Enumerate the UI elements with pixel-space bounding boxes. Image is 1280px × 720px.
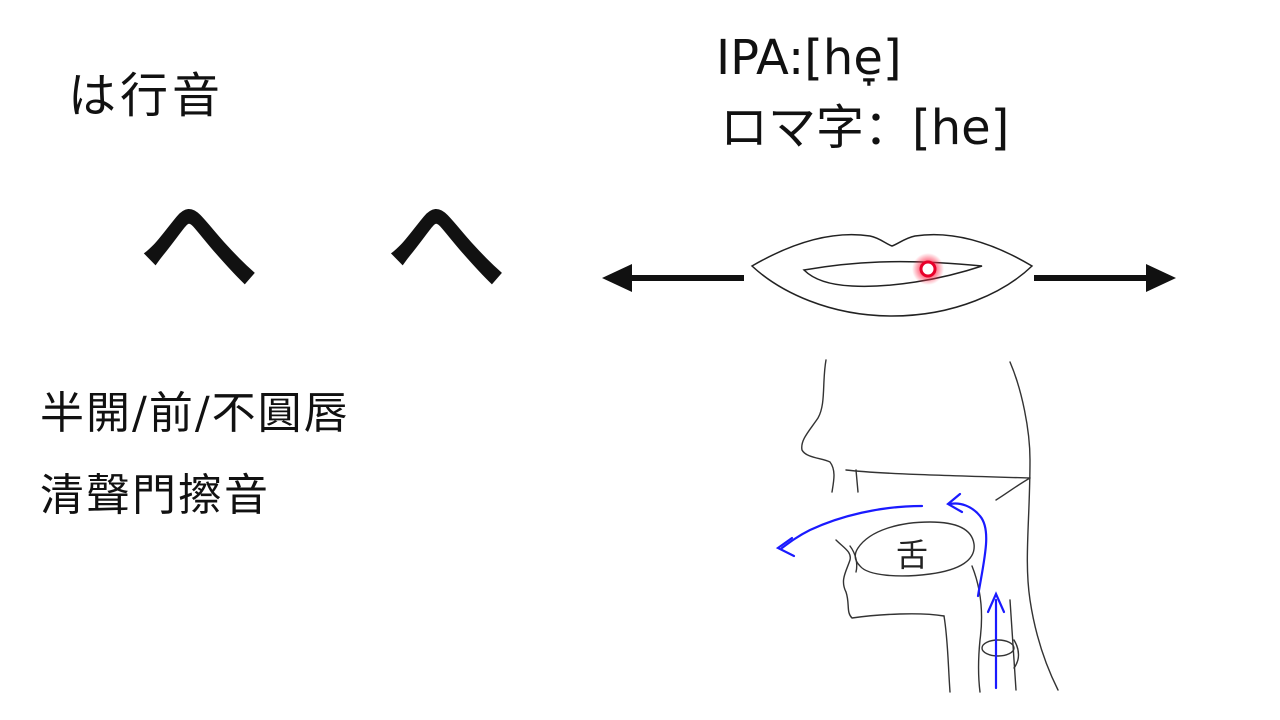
airflow-trachea-head: [986, 591, 1006, 614]
lips-front-view: [750, 233, 1034, 317]
right-arrow-head: [1146, 264, 1176, 292]
airflow-pharynx: [948, 502, 988, 598]
upper-palate-line: [845, 469, 1031, 479]
airflow-oral: [780, 504, 924, 550]
lip-spread-arrows: [602, 264, 1176, 292]
airflow-oral-head: [775, 536, 796, 558]
glottis-ring: [981, 639, 1015, 657]
airflow-pharynx-head: [946, 492, 964, 514]
larynx-side: [1013, 639, 1020, 669]
face-profile-upper: [801, 359, 835, 493]
tongue-label: 舌: [896, 536, 928, 574]
consonant-classification: 清聲門擦音: [40, 470, 270, 521]
articulation-point-marker: [919, 260, 937, 278]
ipa-transcription: IPA:[he̞]: [716, 30, 902, 86]
soft-palate: [995, 477, 1031, 501]
upper-tooth: [855, 469, 859, 493]
kana-characters: へ へ: [140, 176, 550, 314]
row-title: は行音: [68, 68, 225, 124]
vowel-classification: 半開/前/不圓唇: [40, 388, 350, 439]
back-of-head: [1009, 361, 1059, 691]
tongue-outline: [854, 521, 975, 577]
neck-front: [943, 615, 951, 693]
pharynx-front-wall: [971, 565, 983, 693]
lower-face-profile: [835, 539, 945, 619]
romaji-transcription: ロマ字：[he]: [720, 100, 1010, 156]
sagittal-head-outline: [801, 359, 1059, 693]
left-arrow-head: [602, 264, 632, 292]
airflow-arrows: [775, 492, 1006, 690]
